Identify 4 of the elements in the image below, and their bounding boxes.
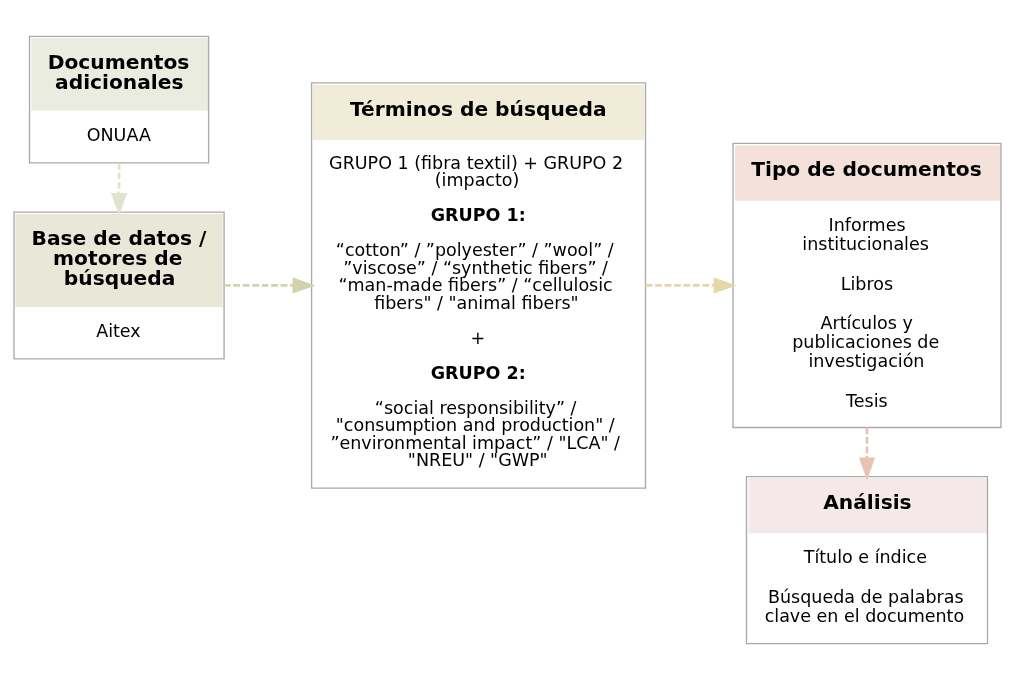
arrow xyxy=(111,163,128,216)
arrow xyxy=(858,427,875,481)
arrow xyxy=(645,277,737,294)
arrow xyxy=(224,277,316,294)
